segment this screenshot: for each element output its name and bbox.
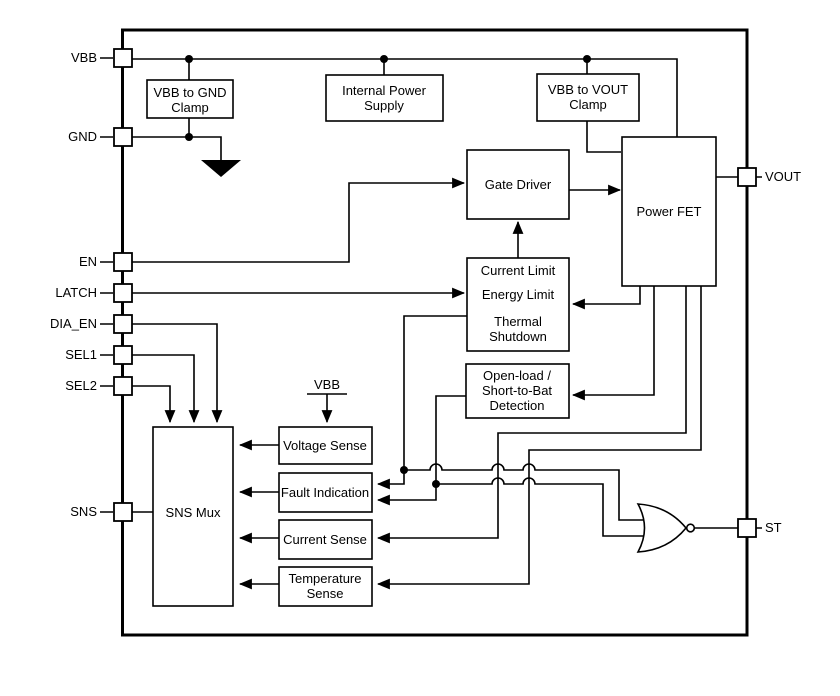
pin-sel2 [113, 376, 133, 396]
block-sns-mux: SNS Mux [152, 426, 234, 607]
nor-gate-body [636, 503, 688, 553]
wire-gnd [132, 136, 222, 160]
block-rect [146, 79, 234, 119]
wires [100, 55, 762, 590]
pin-vout [737, 167, 757, 187]
wire-sel1 [132, 354, 200, 424]
pin-label-vbb: VBB [71, 50, 97, 65]
block-rect [325, 74, 444, 122]
block-open-load-detection: Open-load / Short-to-Bat Detection [465, 363, 570, 419]
junction-dot [185, 133, 193, 141]
right-pin-stubs [756, 176, 762, 529]
wire-fault1-to-indication [376, 470, 405, 490]
wire-fet-to-openload [571, 286, 655, 401]
block-label: Energy Limit [482, 287, 555, 302]
block-label: Voltage Sense [283, 438, 367, 453]
junction-dot [583, 55, 591, 63]
block-label: Gate Driver [485, 177, 552, 192]
wire-fault2-to-indication [376, 484, 437, 506]
nor-gate-bubble [685, 523, 696, 533]
pin-label-en: EN [79, 254, 97, 269]
pin-dia-en [113, 314, 133, 334]
block-current-sense: Current Sense [278, 519, 373, 560]
pin-label-gnd: GND [68, 129, 97, 144]
block-label: Clamp [569, 97, 607, 112]
pin-label-sel1: SEL1 [65, 347, 97, 362]
block-vbb-gnd-clamp: VBB to GND Clamp [146, 79, 234, 119]
pin-en [113, 252, 133, 272]
wire-vbbvout-clamp-to-fet [586, 121, 621, 153]
wire-protection-fault-out [403, 315, 467, 470]
pin-st [737, 518, 757, 538]
left-pin-stubs [100, 57, 113, 513]
nor-gate-icon [636, 503, 696, 553]
block-power-fet: Power FET [621, 136, 717, 287]
wire-fault2-to-nor [436, 477, 643, 537]
wire-vbb-rail [132, 58, 678, 137]
block-rect [466, 257, 570, 352]
pin-vbb [113, 48, 133, 68]
wire-fet-to-current-sense [376, 286, 687, 544]
block-label: Shutdown [489, 329, 547, 344]
block-label: Current Limit [481, 263, 556, 278]
wire-fet-to-temperature-sense [376, 286, 702, 590]
pin-latch [113, 283, 133, 303]
block-label: Fault Indication [281, 485, 369, 500]
block-rect [621, 136, 717, 287]
pin-labels: VBB GND EN LATCH DIA_EN SEL1 SEL2 SNS VO… [50, 50, 801, 535]
block-rect [278, 426, 373, 465]
block-rect [152, 426, 234, 607]
block-label: VBB to VOUT [548, 82, 628, 97]
block-fault-indication: Fault Indication [278, 472, 373, 513]
junction-dot [432, 480, 440, 488]
pin-sns [113, 502, 133, 522]
wire-fet-to-protection [571, 286, 641, 310]
pins [113, 48, 757, 538]
block-label: SNS Mux [166, 505, 221, 520]
wire-en [132, 177, 466, 263]
block-rect [466, 149, 570, 220]
block-internal-power-supply: Internal Power Supply [325, 74, 444, 122]
junction-dot [400, 466, 408, 474]
block-label: Temperature [289, 571, 362, 586]
block-label: Open-load / [483, 368, 551, 383]
block-label: Clamp [171, 100, 209, 115]
wire-openload-fault-out [435, 395, 466, 484]
block-voltage-sense: Voltage Sense [278, 426, 373, 465]
wire-fault1-to-nor [404, 463, 643, 521]
block-temperature-sense: Temperature Sense [278, 566, 373, 607]
ground-symbol-icon [201, 160, 241, 177]
pin-label-vout: VOUT [765, 169, 801, 184]
wire-sel2 [132, 385, 176, 424]
block-label: Short-to-Bat [482, 383, 552, 398]
pin-label-st: ST [765, 520, 782, 535]
block-label: Supply [364, 98, 404, 113]
block-vbb-vout-clamp: VBB to VOUT Clamp [536, 73, 640, 122]
wire-dia-en [132, 323, 223, 424]
pin-label-sel2: SEL2 [65, 378, 97, 393]
block-rect [278, 566, 373, 607]
junction-dot [185, 55, 193, 63]
block-label: Current Sense [283, 532, 367, 547]
block-rect [536, 73, 640, 122]
pin-label-dia-en: DIA_EN [50, 316, 97, 331]
block-label: Power FET [636, 204, 701, 219]
block-gate-driver: Gate Driver [466, 149, 570, 220]
block-label: Thermal [494, 314, 542, 329]
pin-gnd [113, 127, 133, 147]
pin-label-latch: LATCH [55, 285, 97, 300]
block-label: Detection [490, 398, 545, 413]
vbb-internal-ref-label: VBB [314, 377, 340, 392]
block-rect [278, 519, 373, 560]
block-rect [278, 472, 373, 513]
block-label: Sense [307, 586, 344, 601]
block-label: Internal Power [342, 83, 426, 98]
block-protection: Current Limit Energy Limit Thermal Shutd… [466, 257, 570, 352]
block-rect [465, 363, 570, 419]
pin-sel1 [113, 345, 133, 365]
block-label: VBB to GND [154, 85, 227, 100]
junction-dot [380, 55, 388, 63]
pin-label-sns: SNS [70, 504, 97, 519]
